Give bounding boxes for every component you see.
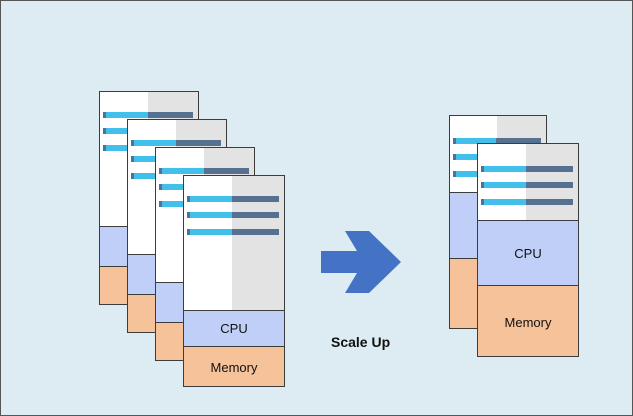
memory-label-large: Memory [478, 285, 578, 356]
right-arrow-icon [321, 231, 401, 293]
server-large-front: CPU Memory [477, 143, 579, 357]
memory-label: Memory [184, 346, 284, 386]
scale-up-label: Scale Up [331, 334, 391, 350]
cpu-label: CPU [184, 310, 284, 346]
cpu-label-large: CPU [478, 220, 578, 285]
server-small-4: CPU Memory [183, 175, 285, 387]
